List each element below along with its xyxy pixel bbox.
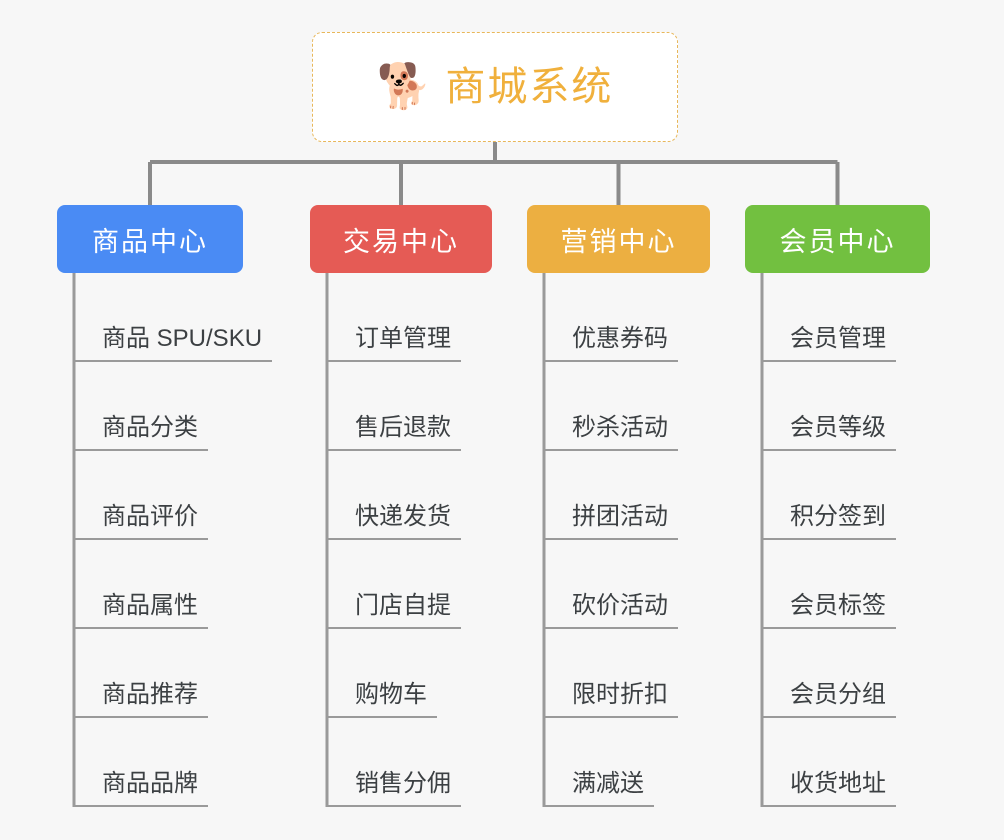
leaf-item-label: 销售分佣 [327,770,461,807]
branch-header-label: 会员中心 [779,226,896,257]
leaf-item-label: 会员分组 [762,681,896,718]
leaf-item-label: 积分签到 [762,503,896,540]
leaf-item-label: 会员管理 [762,325,896,362]
branch-header-label: 交易中心 [343,226,459,257]
branch-items-product-center: 商品 SPU/SKU 商品分类商品评价商品属性商品推荐商品品牌 [74,273,273,807]
leaf-item[interactable]: 砍价活动 [544,540,678,629]
leaf-item-label: 会员等级 [762,414,896,451]
branch-marketing-center: 营销中心优惠券码秒杀活动拼团活动砍价活动限时折扣满减送 [527,205,710,807]
branch-header-product-center[interactable]: 商品中心 [57,205,243,273]
leaf-item[interactable]: 会员标签 [762,540,896,629]
leaf-item[interactable]: 限时折扣 [544,629,678,718]
leaf-item-label: 售后退款 [327,414,461,451]
leaf-item-label: 商品评价 [74,503,208,540]
root-node-title: 商城系统 [445,65,614,109]
leaf-item[interactable]: 会员分组 [762,629,896,718]
leaf-item-label: 订单管理 [327,325,461,362]
leaf-item[interactable]: 会员管理 [762,273,896,362]
leaf-item-label: 拼团活动 [544,503,678,540]
branch-member-center: 会员中心会员管理会员等级积分签到会员标签会员分组收货地址 [745,205,930,807]
leaf-item-label: 砍价活动 [544,592,678,629]
leaf-item-label: 门店自提 [327,592,461,629]
leaf-item[interactable]: 会员等级 [762,362,896,451]
root-node-shop-system[interactable]: 🐕 商城系统 [312,32,678,142]
branch-header-member-center[interactable]: 会员中心 [745,205,930,273]
leaf-item[interactable]: 商品 SPU/SKU [74,273,273,362]
leaf-item[interactable]: 购物车 [327,629,461,718]
leaf-item[interactable]: 商品品牌 [74,718,272,807]
leaf-item[interactable]: 商品推荐 [74,629,272,718]
leaf-item-label: 商品品牌 [74,770,208,807]
leaf-item[interactable]: 销售分佣 [327,718,461,807]
branch-header-label: 商品中心 [92,226,208,257]
branch-items-member-center: 会员管理会员等级积分签到会员标签会员分组收货地址 [762,273,896,807]
branch-header-trade-center[interactable]: 交易中心 [310,205,492,273]
leaf-item[interactable]: 满减送 [544,718,678,807]
leaf-item-label: 购物车 [327,681,437,718]
leaf-item[interactable]: 订单管理 [327,273,461,362]
leaf-item[interactable]: 秒杀活动 [544,362,678,451]
leaf-item[interactable]: 售后退款 [327,362,461,451]
leaf-item[interactable]: 门店自提 [327,540,461,629]
leaf-item-label: 商品属性 [74,592,208,629]
leaf-item-label: 快递发货 [327,503,461,540]
leaf-item[interactable]: 商品分类 [74,362,272,451]
branch-items-trade-center: 订单管理售后退款快递发货门店自提购物车销售分佣 [327,273,461,807]
leaf-item-label: 商品推荐 [74,681,208,718]
leaf-item[interactable]: 快递发货 [327,451,461,540]
leaf-item-label: 秒杀活动 [544,414,678,451]
leaf-item[interactable]: 收货地址 [762,718,896,807]
branch-header-label: 营销中心 [560,226,677,257]
leaf-item-label: 满减送 [544,770,654,807]
shiba-dog-face-icon: 🐕 [376,62,432,111]
leaf-item-label: 收货地址 [762,770,896,807]
leaf-item[interactable]: 拼团活动 [544,451,678,540]
branch-trade-center: 交易中心订单管理售后退款快递发货门店自提购物车销售分佣 [310,205,492,807]
leaf-item[interactable]: 积分签到 [762,451,896,540]
leaf-item[interactable]: 商品属性 [74,540,272,629]
leaf-item-label: 会员标签 [762,592,896,629]
leaf-item[interactable]: 商品评价 [74,451,272,540]
leaf-item-label: 优惠券码 [544,325,678,362]
leaf-item-label: 商品分类 [74,414,208,451]
leaf-item-label: 限时折扣 [544,681,678,718]
leaf-item[interactable]: 优惠券码 [544,273,678,362]
leaf-item-label: 商品 SPU/SKU [74,325,273,362]
branch-header-marketing-center[interactable]: 营销中心 [527,205,710,273]
branch-product-center: 商品中心商品 SPU/SKU 商品分类商品评价商品属性商品推荐商品品牌 [57,205,273,807]
branch-items-marketing-center: 优惠券码秒杀活动拼团活动砍价活动限时折扣满减送 [544,273,678,807]
